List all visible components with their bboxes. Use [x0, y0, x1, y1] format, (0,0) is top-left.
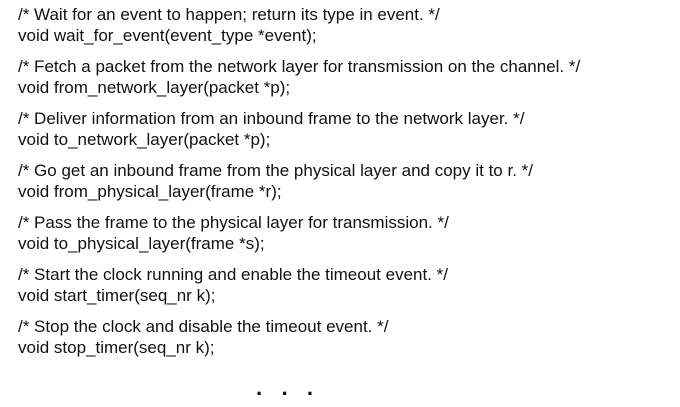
declaration-line: void to_network_layer(packet *p); — [18, 130, 271, 149]
procedure-from-network-layer: /* Fetch a packet from the network layer… — [18, 56, 673, 98]
procedure-to-network-layer: /* Deliver information from an inbound f… — [18, 108, 673, 150]
comment-line: /* Wait for an event to happen; return i… — [18, 5, 440, 24]
comment-line: /* Stop the clock and disable the timeou… — [18, 317, 389, 336]
comment-line: /* Start the clock running and enable th… — [18, 265, 448, 284]
continuation-ellipsis: · · · — [256, 381, 321, 406]
declaration-line: void from_network_layer(packet *p); — [18, 78, 291, 97]
procedure-stop-timer: /* Stop the clock and disable the timeou… — [18, 316, 673, 358]
declaration-line: void start_timer(seq_nr k); — [18, 286, 216, 305]
declaration-line: void to_physical_layer(frame *s); — [18, 234, 265, 253]
procedure-from-physical-layer: /* Go get an inbound frame from the phys… — [18, 160, 673, 202]
procedure-list: /* Wait for an event to happen; return i… — [18, 4, 673, 368]
comment-line: /* Go get an inbound frame from the phys… — [18, 161, 533, 180]
comment-line: /* Pass the frame to the physical layer … — [18, 213, 449, 232]
comment-line: /* Deliver information from an inbound f… — [18, 109, 525, 128]
comment-line: /* Fetch a packet from the network layer… — [18, 57, 581, 76]
declaration-line: void stop_timer(seq_nr k); — [18, 338, 215, 357]
declaration-line: void from_physical_layer(frame *r); — [18, 182, 282, 201]
procedure-wait-for-event: /* Wait for an event to happen; return i… — [18, 4, 673, 46]
procedure-start-timer: /* Start the clock running and enable th… — [18, 264, 673, 306]
procedure-to-physical-layer: /* Pass the frame to the physical layer … — [18, 212, 673, 254]
declaration-line: void wait_for_event(event_type *event); — [18, 26, 317, 45]
